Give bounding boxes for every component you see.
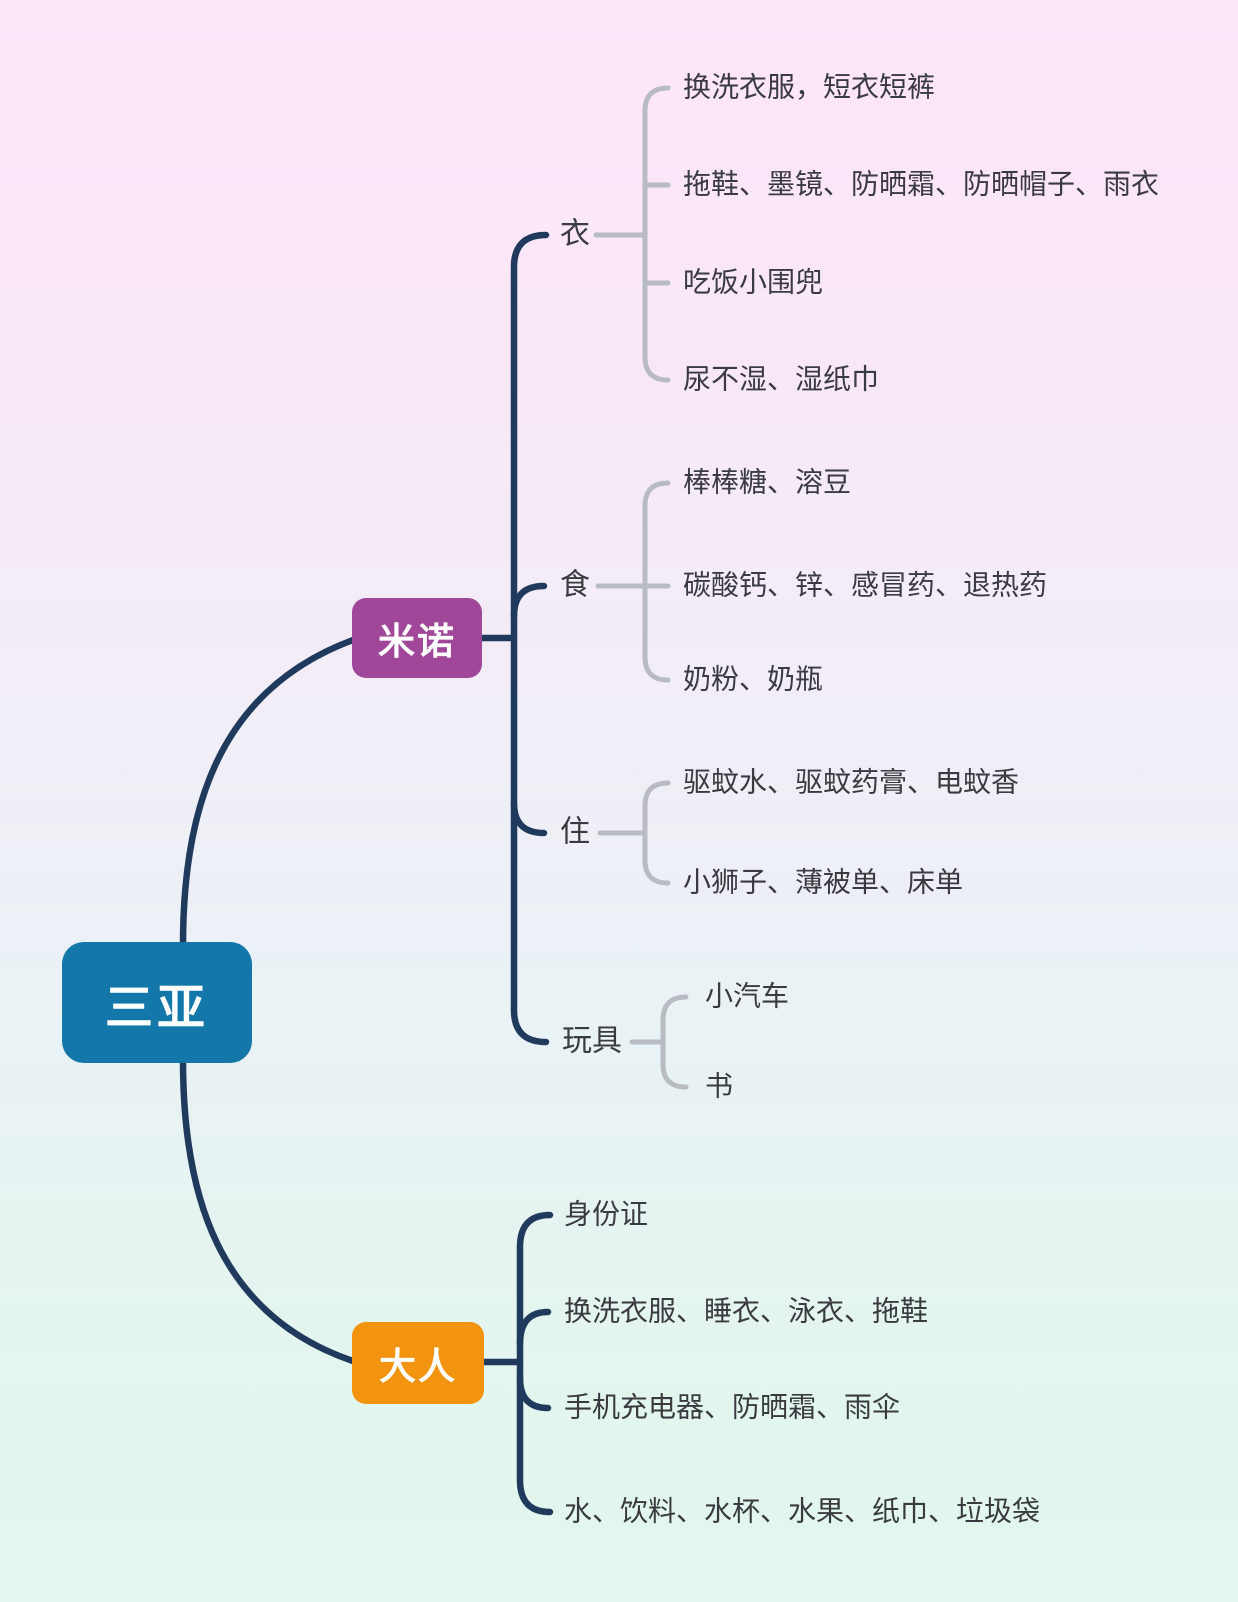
leaf-node[interactable]: 吃饭小围兜 <box>683 266 824 298</box>
edge-root-to-minuo <box>179 636 357 949</box>
category-node-zhu[interactable]: 住 <box>560 815 590 849</box>
edge-daren-trunk <box>516 1211 554 1516</box>
category-node-shi[interactable]: 食 <box>560 568 590 602</box>
leaf-node[interactable]: 换洗衣服，短衣短裤 <box>683 71 936 103</box>
edge-zhu-spine <box>642 780 671 886</box>
edge-minuo-to-shi <box>510 582 548 620</box>
leaf-node[interactable]: 换洗衣服、睡衣、泳衣、拖鞋 <box>564 1295 929 1327</box>
edge-minuo-to-zhu <box>510 799 548 837</box>
edge-shi-spine <box>642 480 671 683</box>
edge-daren-to-leaf2 <box>516 1308 552 1348</box>
edge-yi-spine <box>642 85 671 383</box>
leaf-node[interactable]: 水、饮料、水杯、水果、纸巾、垃圾袋 <box>564 1495 1041 1527</box>
root-node-sanya[interactable]: 三亚 <box>62 942 252 1063</box>
leaf-node[interactable]: 身份证 <box>564 1198 649 1230</box>
edge-root-to-daren <box>179 1056 357 1365</box>
category-node-wanju[interactable]: 玩具 <box>562 1024 622 1058</box>
leaf-node[interactable]: 奶粉、奶瓶 <box>683 663 824 695</box>
edge-minuo-trunk <box>510 231 550 1046</box>
leaf-node[interactable]: 驱蚊水、驱蚊药膏、电蚊香 <box>683 766 1020 798</box>
leaf-node[interactable]: 拖鞋、墨镜、防晒霜、防晒帽子、雨衣 <box>683 168 1160 200</box>
branch-node-minuo[interactable]: 米诺 <box>352 598 482 678</box>
leaf-node[interactable]: 小狮子、薄被单、床单 <box>683 866 964 898</box>
leaf-node[interactable]: 尿不湿、湿纸巾 <box>683 363 880 395</box>
leaf-node[interactable]: 小汽车 <box>705 980 790 1012</box>
branch-node-daren[interactable]: 大人 <box>352 1322 484 1404</box>
leaf-node[interactable]: 手机充电器、防晒霜、雨伞 <box>564 1391 901 1423</box>
leaf-node[interactable]: 碳酸钙、锌、感冒药、退热药 <box>683 569 1048 601</box>
leaf-node[interactable]: 棒棒糖、溶豆 <box>683 466 852 498</box>
leaf-node[interactable]: 书 <box>705 1070 734 1102</box>
edge-wanju-spine <box>660 994 689 1090</box>
category-node-yi[interactable]: 衣 <box>560 217 590 251</box>
edge-daren-to-leaf3 <box>516 1374 552 1412</box>
